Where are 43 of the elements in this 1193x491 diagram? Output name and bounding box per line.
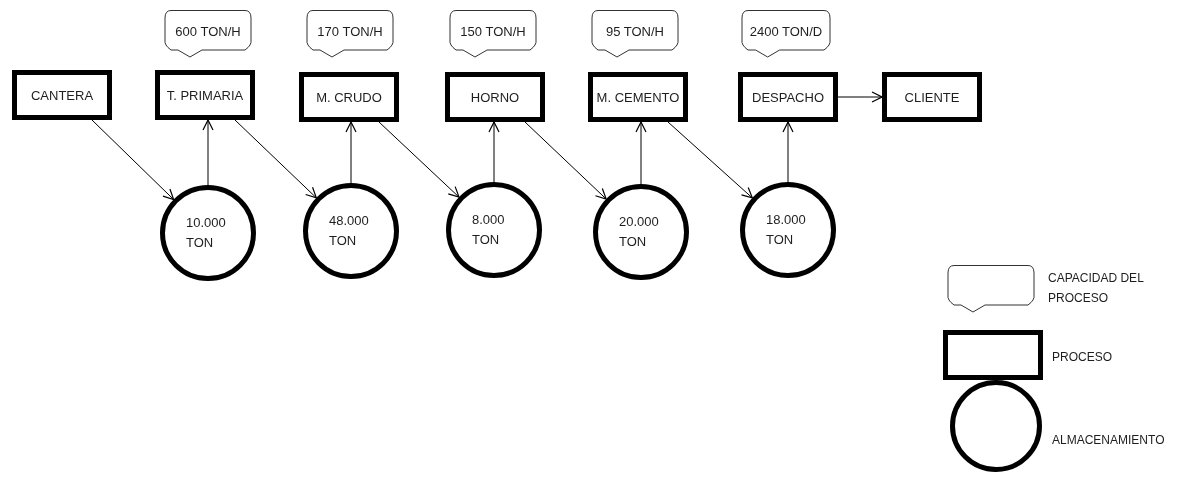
node-label: 600 TON/H <box>175 23 241 39</box>
process-box <box>738 72 838 122</box>
capacity-callout <box>305 10 395 58</box>
arrow <box>837 91 883 103</box>
arrow <box>524 121 607 200</box>
node-label: 95 TON/H <box>605 23 664 39</box>
process-box <box>299 72 399 122</box>
node-label: 8.000 TON <box>472 211 506 249</box>
node-label: 2400 TON/D <box>749 23 823 39</box>
capacity-callout <box>163 10 253 58</box>
node-label: 150 TON/H <box>460 23 526 39</box>
process-box <box>882 72 982 122</box>
process-box <box>155 70 255 120</box>
node-label: 20.000 TON <box>619 213 660 251</box>
arrow <box>667 121 753 199</box>
node-label: M. CRUDO <box>316 89 382 105</box>
arrow <box>635 121 647 185</box>
node-label: M. CEMENTO <box>596 89 680 105</box>
node-label: DESPACHO <box>752 89 824 105</box>
node-label: 170 TON/H <box>317 23 383 39</box>
legend-label: ALMACENAMIENTO <box>1052 432 1165 449</box>
arrow <box>234 119 317 199</box>
arrow <box>782 121 794 183</box>
arrow <box>202 119 214 186</box>
node-label: 10.000 TON <box>186 214 227 252</box>
node-label: CLIENTE <box>904 89 960 105</box>
node-label: 18.000 TON <box>766 211 807 249</box>
capacity-callout <box>590 10 680 58</box>
process-box <box>12 70 112 120</box>
process-box <box>445 72 545 122</box>
node-label: HORNO <box>470 89 520 105</box>
node-label: CANTERA <box>30 87 94 103</box>
node-label: 48.000 TON <box>329 212 370 250</box>
capacity-callout <box>448 10 538 58</box>
node-label: T. PRIMARIA <box>166 87 244 103</box>
arrow <box>345 121 357 184</box>
legend-label: PROCESO <box>1052 349 1112 366</box>
arrow <box>488 121 500 183</box>
arrow <box>91 119 175 201</box>
legend-label: CAPACIDAD DEL PROCESO <box>1048 270 1145 307</box>
arrow <box>378 121 460 198</box>
process-box <box>588 72 688 122</box>
capacity-callout <box>740 10 832 58</box>
